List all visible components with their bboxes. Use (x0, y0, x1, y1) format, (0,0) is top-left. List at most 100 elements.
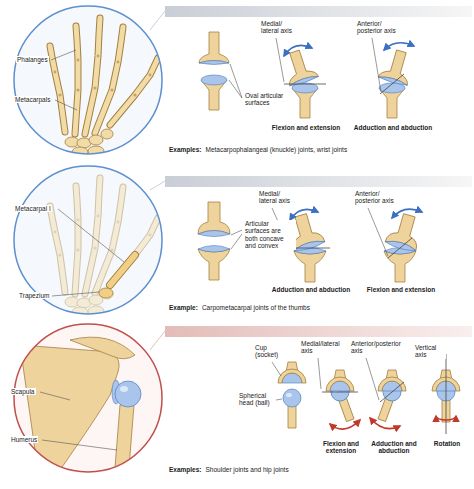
leader-line (51, 50, 76, 60)
saddle-joint (290, 209, 318, 220)
saddle-joint (294, 248, 326, 283)
shoulder-skeleton (114, 405, 134, 480)
condyloid-joint (292, 83, 318, 118)
examples-heading: Examples: (168, 466, 203, 473)
movement-caption: Rotation (421, 440, 473, 447)
ball-socket-joint (283, 389, 301, 428)
examples-text: Carpometacarpal joints of the thumbs (201, 304, 311, 311)
axis-label: Anterior/posterior axis (350, 340, 414, 355)
header-bar (165, 326, 472, 337)
condyloid-joint (284, 45, 312, 56)
leader-line (368, 208, 388, 256)
shoulder-skeleton (14, 324, 162, 472)
header-bar (150, 11, 165, 30)
header-bar (150, 331, 165, 350)
leader-line (40, 38, 388, 450)
hand-skeleton (50, 18, 158, 157)
thumb-skeleton (14, 166, 162, 314)
examples-heading: Example: (168, 304, 199, 311)
ball-socket-joint (378, 370, 406, 391)
part-label: Metacarpal I (14, 205, 52, 212)
leader-line (366, 358, 379, 400)
ball-socket-joint (330, 420, 360, 429)
shoulder-skeleton (14, 324, 162, 472)
condyloid-joint (201, 75, 227, 110)
ball-socket-joint (322, 392, 358, 393)
leader-line (40, 392, 70, 400)
thumb-skeleton (110, 255, 135, 285)
leader-line (58, 209, 124, 262)
leader-line (276, 399, 282, 400)
axis-label: Vertical axis (414, 344, 446, 359)
movement-caption: Flexion and extension (360, 286, 442, 293)
shoulder-skeleton (14, 324, 162, 480)
leader-line (42, 440, 117, 450)
condyloid-joint (199, 32, 229, 65)
part-label: Phalanges (16, 56, 49, 63)
saddle-joint (198, 246, 230, 281)
saddle-joint (198, 202, 230, 237)
hand-skeleton (14, 6, 162, 157)
ball-socket-joint (278, 354, 460, 434)
shoulder-skeleton (120, 386, 128, 392)
examples-heading: Examples: (168, 146, 203, 153)
shoulder-skeleton (20, 337, 141, 480)
header-bar (150, 6, 472, 350)
part-label: Cup (socket) (254, 344, 288, 359)
saddle-joint (384, 211, 424, 253)
condyloid-joint (199, 32, 416, 118)
condyloid-joint (379, 83, 405, 118)
movement-caption: Adduction and abduction (270, 286, 352, 293)
part-label: Scapula (10, 388, 36, 395)
leader-line (276, 38, 284, 82)
leader-line (55, 100, 77, 110)
axis-label: Medial/ lateral axis (258, 190, 300, 205)
header-bar (165, 6, 472, 17)
saddle-joint (388, 238, 412, 258)
ball-socket-joint (380, 382, 404, 402)
examples-text: Shoulder joints and hip joints (205, 466, 290, 473)
part-label: Humerus (10, 436, 38, 443)
part-label: Spherical head (ball) (238, 392, 276, 407)
ball-socket-joint (436, 416, 456, 420)
thumb-skeleton (110, 255, 135, 285)
leader-line (272, 362, 281, 376)
thumb-skeleton (50, 178, 158, 317)
leader-line (229, 80, 242, 98)
movement-caption: Adduction and abduction (352, 124, 434, 131)
saddle-joint (392, 209, 422, 218)
leader-line (231, 230, 242, 235)
saddle-joint (290, 248, 330, 249)
ball-socket-joint (326, 370, 354, 391)
axis-label: Medial/ lateral axis (260, 20, 302, 35)
thumb-skeleton (50, 178, 158, 317)
axis-label: Anterior/ posterior axis (354, 190, 402, 205)
saddle-joint (198, 202, 425, 282)
part-label: Trapezium (18, 292, 50, 299)
axis-label: Medial/lateral axis (300, 340, 350, 355)
hand-skeleton (50, 18, 158, 157)
header-bar (150, 181, 165, 190)
shoulder-skeleton (20, 345, 119, 470)
ball-socket-joint (278, 362, 306, 383)
thumb-skeleton (14, 166, 162, 317)
leader-line (372, 38, 381, 92)
leader-line (230, 64, 242, 98)
ball-socket-joint (370, 418, 400, 429)
surface-label: Oval articular surfaces (244, 92, 286, 107)
header-bar (165, 176, 472, 187)
part-label: Metacarpals (14, 96, 51, 103)
leader-line (52, 292, 99, 296)
surface-label: Articular surfaces are both concave and … (244, 220, 296, 250)
saddle-joint (384, 248, 416, 283)
leader-line (318, 358, 321, 389)
condyloid-joint (380, 74, 404, 94)
condyloid-joint (378, 47, 416, 87)
condyloid-joint (384, 43, 414, 50)
shoulder-skeleton (70, 337, 135, 359)
shoulder-skeleton (115, 381, 141, 407)
thumb-skeleton (99, 288, 113, 298)
ball-socket-joint (446, 354, 447, 434)
